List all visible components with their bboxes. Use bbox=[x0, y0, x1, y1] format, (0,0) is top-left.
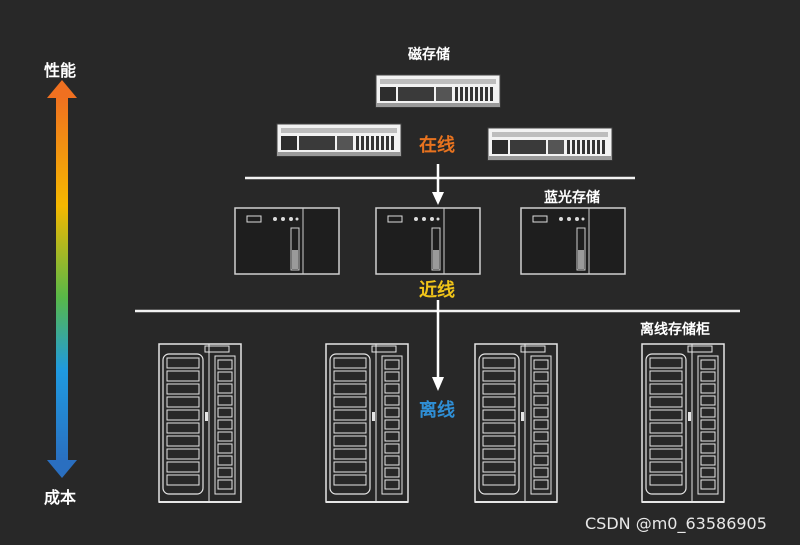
performance-cost-arrow bbox=[47, 80, 77, 478]
offline-cabinet-icon bbox=[325, 343, 409, 503]
tier-nearline-label: 近线 bbox=[419, 280, 455, 301]
tier-online-label: 在线 bbox=[419, 135, 455, 156]
offline-cabinet-icon bbox=[641, 343, 725, 503]
disk-server-icon bbox=[487, 127, 613, 161]
performance-label: 性能 bbox=[44, 61, 77, 80]
bluray-library-icon bbox=[520, 207, 626, 275]
flow-arrow-online-to-nearline bbox=[432, 164, 444, 205]
disk-server-icon bbox=[375, 74, 501, 108]
bluray-storage-label: 蓝光存储 bbox=[544, 190, 600, 206]
bluray-library-icon bbox=[375, 207, 481, 275]
offline-cabinet-icon bbox=[158, 343, 242, 503]
disk-server-icon bbox=[276, 123, 402, 157]
disk-storage-label: 磁存储 bbox=[408, 47, 450, 63]
offline-cabinet-icon bbox=[474, 343, 558, 503]
flow-arrow-nearline-to-offline bbox=[432, 300, 444, 391]
bluray-library-icon bbox=[234, 207, 340, 275]
offline-cabinet-label: 离线存储柜 bbox=[640, 322, 710, 338]
cost-label: 成本 bbox=[44, 488, 77, 507]
watermark: CSDN @m0_63586905 bbox=[585, 514, 767, 533]
tier-offline-label: 离线 bbox=[419, 400, 455, 421]
